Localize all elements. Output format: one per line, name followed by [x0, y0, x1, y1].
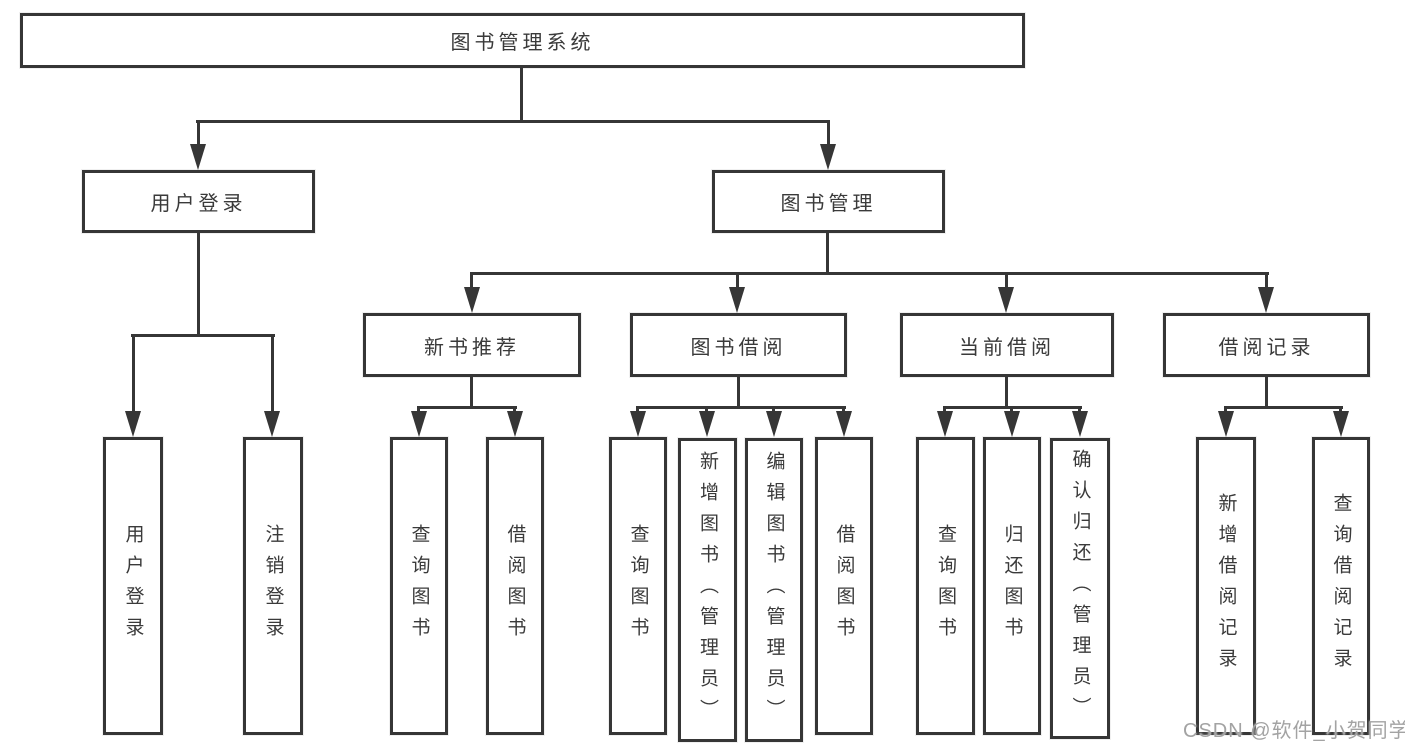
node-leaf-borrow-query-book: 查询图书: [609, 437, 667, 735]
node-label: 用户登录: [150, 193, 247, 215]
arrowhead-current-return: [1004, 411, 1020, 437]
node-label: 查询图书: [408, 524, 430, 648]
connector-drop-user-login: [197, 122, 200, 148]
node-label: 图书借阅: [690, 336, 787, 359]
node-label: 图书管理: [780, 193, 877, 215]
connector-borrow-stem: [737, 377, 740, 409]
node-label: 借阅记录: [1218, 336, 1315, 359]
node-label: 当前借阅: [959, 336, 1055, 359]
node-label: 查询借阅记录: [1330, 493, 1352, 679]
node-leaf-record-query: 查询借阅记录: [1312, 437, 1370, 735]
node-label: 用户登录: [122, 524, 144, 648]
arrowhead-leaf-logout: [264, 411, 280, 437]
arrowhead-borrow-records: [1258, 287, 1274, 313]
node-book-borrow: 图书借阅: [630, 313, 847, 377]
arrowhead-rec-borrow: [507, 411, 523, 437]
arrowhead-borrow-add: [699, 411, 715, 437]
node-leaf-record-add: 新增借阅记录: [1196, 437, 1256, 735]
arrowhead-book-borrow: [729, 287, 745, 313]
csdn-watermark: CSDN @软件_小贺同学: [1183, 720, 1405, 742]
node-label: 新书推荐: [424, 336, 520, 359]
node-leaf-recommend-query-book: 查询图书: [390, 437, 448, 735]
node-label: 编辑图书（管理员）: [763, 450, 785, 730]
arrowhead-book-management: [820, 144, 836, 170]
node-label: 新增图书（管理员）: [697, 450, 718, 730]
arrowhead-current-query: [937, 411, 953, 437]
connector-drop-book-borrow: [736, 275, 739, 289]
node-label: 查询图书: [627, 524, 649, 648]
node-user-login: 用户登录: [82, 170, 315, 233]
connector-drop-borrow-records: [1265, 275, 1268, 289]
connector-current-stem: [1005, 377, 1008, 409]
arrowhead-leaf-user-login: [125, 411, 141, 437]
connector-records-rail: [1224, 406, 1343, 409]
node-leaf-current-query-book: 查询图书: [916, 437, 975, 735]
connector-drop-current-borrow: [1005, 275, 1008, 289]
node-leaf-recommend-borrow-book: 借阅图书: [486, 437, 544, 735]
node-label: 归还图书: [1001, 524, 1023, 648]
node-library-management-system: 图书管理系统: [20, 13, 1025, 68]
connector-drop-leaf-logout: [271, 337, 274, 413]
connector-drop-leaf-user-login: [132, 337, 135, 413]
node-label: 确认归还（管理员）: [1069, 449, 1091, 728]
arrowhead-record-query: [1333, 411, 1349, 437]
connector-records-stem: [1265, 377, 1268, 409]
connector-recommend-rail: [417, 406, 517, 409]
connector-user-login-stem: [197, 233, 200, 337]
node-book-management: 图书管理: [712, 170, 945, 233]
connector-user-login-rail: [131, 334, 275, 337]
node-label: 借阅图书: [504, 524, 526, 648]
node-leaf-current-confirm-return-admin: 确认归还（管理员）: [1050, 438, 1110, 739]
node-label: 注销登录: [262, 524, 284, 648]
node-leaf-borrow-edit-book-admin: 编辑图书（管理员）: [745, 438, 803, 742]
connector-drop-book-management: [827, 122, 830, 148]
node-leaf-borrow-add-book-admin: 新增图书（管理员）: [678, 438, 737, 742]
connector-root-rail: [196, 120, 830, 123]
node-borrow-records: 借阅记录: [1163, 313, 1370, 377]
node-leaf-current-return-book: 归还图书: [983, 437, 1041, 735]
node-label: 图书管理系统: [450, 32, 595, 54]
node-current-borrow: 当前借阅: [900, 313, 1114, 377]
arrowhead-record-add: [1218, 411, 1234, 437]
arrowhead-user-login: [190, 144, 206, 170]
node-leaf-user-login: 用户登录: [103, 437, 163, 735]
node-leaf-borrow-lend-book: 借阅图书: [815, 437, 873, 735]
connector-borrow-rail: [636, 406, 846, 409]
connector-book-management-stem: [826, 233, 829, 275]
node-label: 借阅图书: [833, 524, 855, 648]
connector-current-rail: [943, 406, 1082, 409]
node-label: 查询图书: [935, 524, 956, 648]
connector-root-stem: [520, 68, 523, 123]
node-leaf-logout: 注销登录: [243, 437, 303, 735]
arrowhead-current-confirm: [1072, 411, 1088, 437]
arrowhead-borrow-query: [630, 411, 646, 437]
node-label: 新增借阅记录: [1215, 493, 1237, 679]
arrowhead-borrow-edit: [766, 411, 782, 437]
arrowhead-rec-query: [411, 411, 427, 437]
arrowhead-borrow-lend: [836, 411, 852, 437]
node-new-book-recommend: 新书推荐: [363, 313, 581, 377]
arrowhead-current-borrow: [998, 287, 1014, 313]
connector-recommend-stem: [470, 377, 473, 409]
arrowhead-new-book-recommend: [464, 287, 480, 313]
connector-book-management-rail: [470, 272, 1269, 275]
connector-drop-new-book-recommend: [470, 275, 473, 289]
